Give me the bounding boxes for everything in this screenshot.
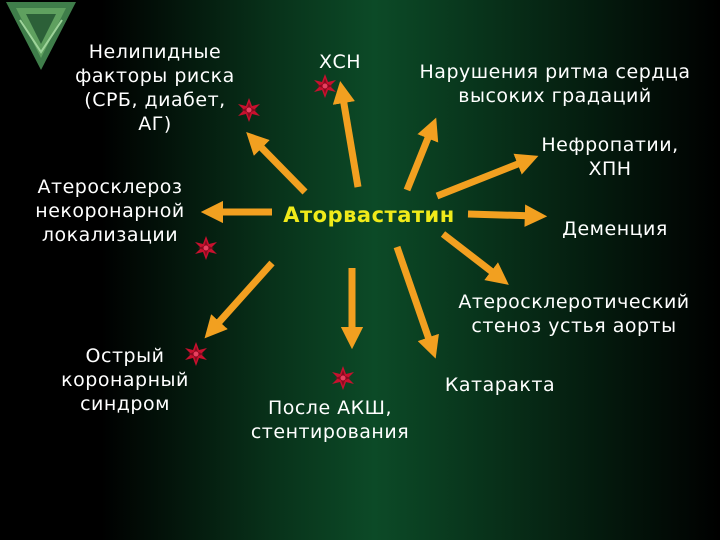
item-line: высоких градаций xyxy=(458,85,652,107)
item-after-cabg: После АКШ, стентирования xyxy=(230,396,430,444)
arrow-to-hsn xyxy=(332,80,362,188)
star-icon xyxy=(238,98,260,122)
item-line: стеноз устья аорты xyxy=(471,315,677,337)
item-acute-coronary-syndrome: Острый коронарный синдром xyxy=(40,344,210,416)
item-line: некоронарной xyxy=(35,200,185,222)
item-line: Нелипидные xyxy=(88,41,222,63)
item-line: локализации xyxy=(41,224,179,246)
star-icon xyxy=(314,74,336,98)
arrow-to-nephropathy xyxy=(435,153,539,200)
item-line: После АКШ, xyxy=(267,397,393,419)
item-rhythm-disorders: Нарушения ритма сердца высоких градаций xyxy=(390,60,720,108)
item-cataract: Катаракта xyxy=(425,373,575,397)
item-dementia: Деменция xyxy=(540,217,690,241)
item-line: АГ) xyxy=(138,113,172,135)
item-line: стентирования xyxy=(250,421,410,443)
item-line: Атеросклеротический xyxy=(458,291,690,313)
center-drug-label: Аторвастатин xyxy=(283,203,455,227)
item-line: (СРБ, диабет, xyxy=(84,89,226,111)
item-line: Деменция xyxy=(562,218,668,240)
item-line: ХПН xyxy=(588,158,632,180)
arrow-to-rhythm xyxy=(403,117,439,192)
item-nonlipid-factors: Нелипидные факторы риска (СРБ, диабет, А… xyxy=(50,40,260,136)
arrow-to-dementia xyxy=(467,204,548,227)
item-line: Острый xyxy=(85,345,165,367)
item-noncoronary-atherosclerosis: Атеросклероз некоронарной локализации xyxy=(20,175,200,247)
item-line: ХСН xyxy=(318,51,362,73)
star-icon xyxy=(332,366,354,390)
item-line: Нефропатии, xyxy=(541,134,679,156)
item-line: Атеросклероз xyxy=(37,176,183,198)
item-line: Нарушения ритма сердца xyxy=(419,61,691,83)
item-line: Катаракта xyxy=(444,374,556,396)
star-icon xyxy=(195,236,217,260)
arrow-to-cataract xyxy=(393,245,439,359)
item-line: факторы риска xyxy=(75,65,235,87)
logo-emblem xyxy=(6,2,76,70)
item-line: коронарный xyxy=(61,369,189,391)
item-aortic-stenosis: Атеросклеротический стеноз устья аорты xyxy=(430,290,718,338)
arrow-to-nonlipid xyxy=(246,132,308,195)
item-line: синдром xyxy=(80,393,170,415)
item-nephropathy: Нефропатии, ХПН xyxy=(520,133,700,181)
arrow-to-acs xyxy=(204,260,275,339)
item-hsn: ХСН xyxy=(305,50,375,74)
star-icon xyxy=(185,342,207,366)
arrow-to-aortic-stenosis xyxy=(440,231,509,285)
